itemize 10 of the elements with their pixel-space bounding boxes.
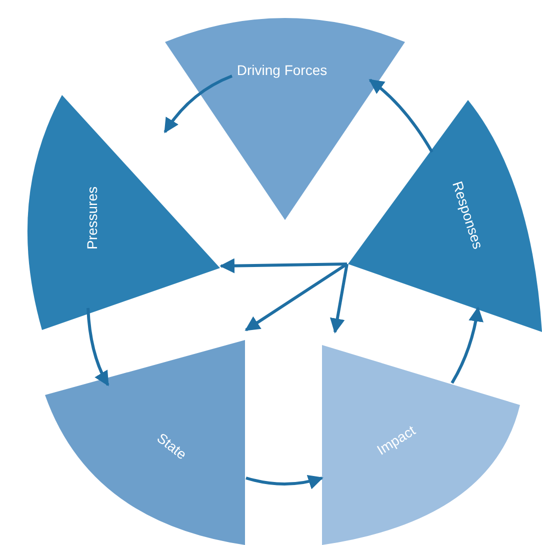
arrow xyxy=(164,74,233,134)
arrow xyxy=(246,474,324,490)
arrow xyxy=(220,258,348,274)
arrow xyxy=(330,264,348,334)
arrow xyxy=(244,262,348,332)
arrow xyxy=(86,308,110,386)
arrow xyxy=(450,306,484,384)
arrow xyxy=(368,78,434,153)
sector-label: Pressures xyxy=(84,186,100,250)
sector-label: Driving Forces xyxy=(236,62,328,78)
